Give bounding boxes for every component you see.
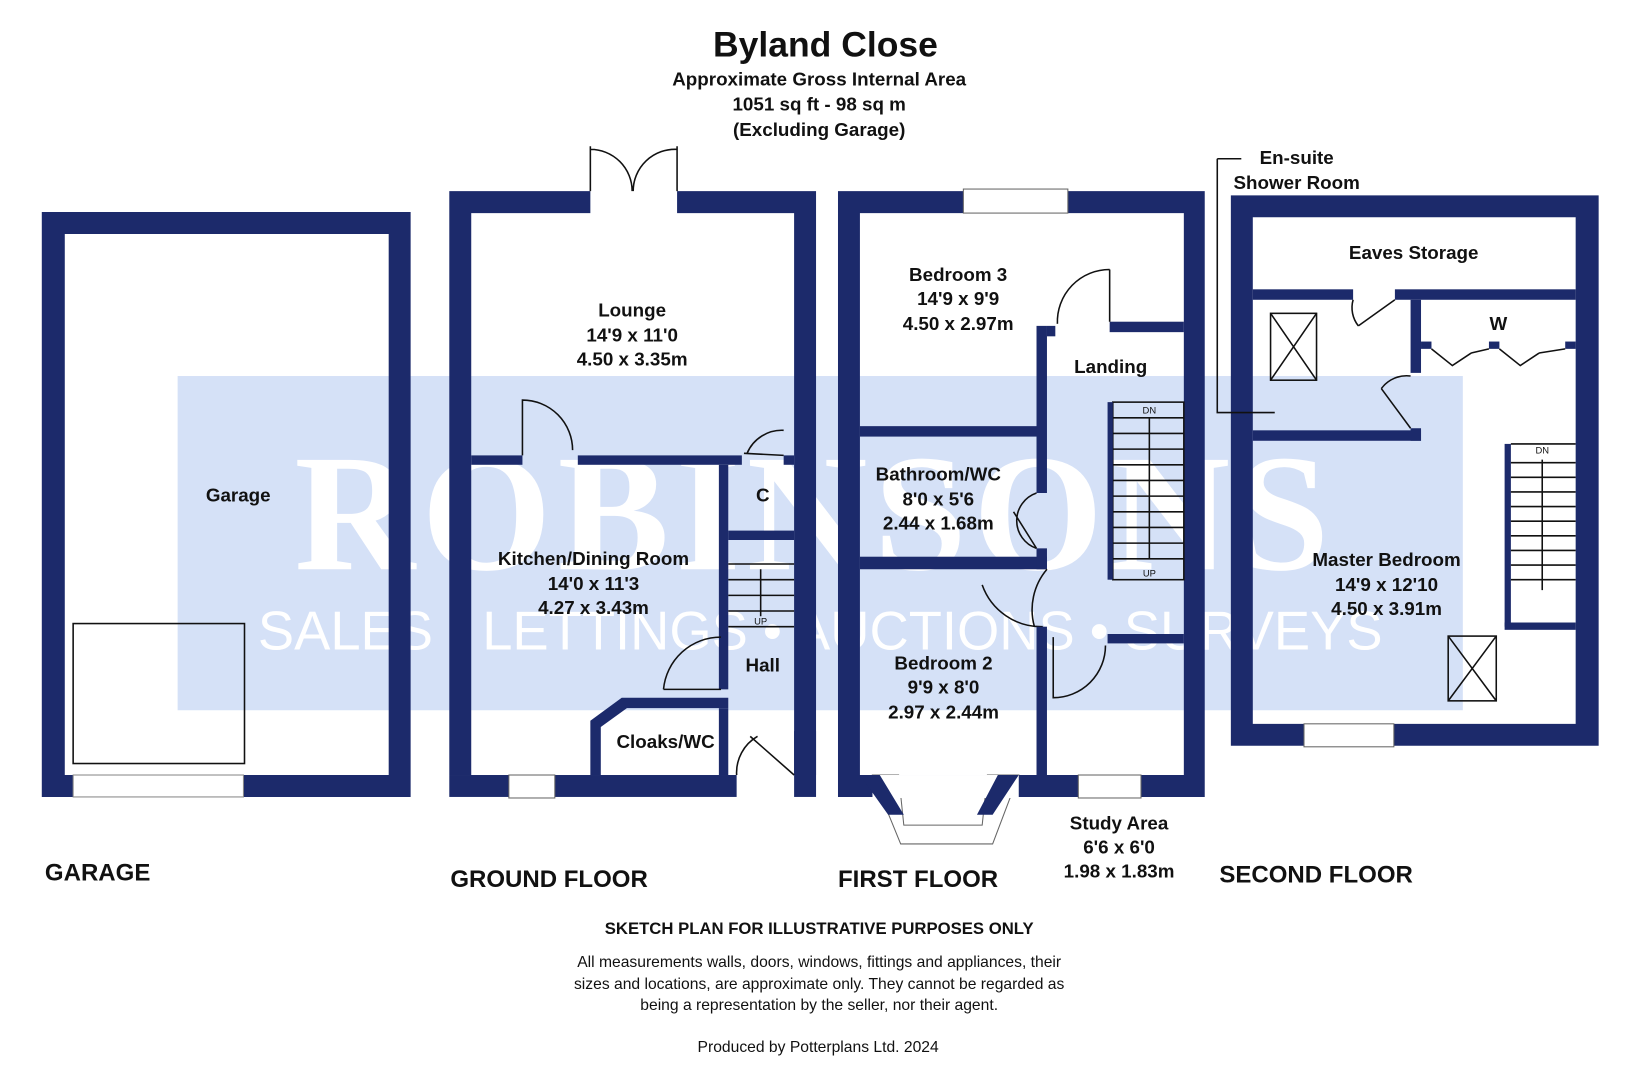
room-master-bedroom: Master Bedroom — [1312, 549, 1460, 570]
room-study: Study Area — [1070, 812, 1169, 833]
second-floor-plan: DN En-suite Shower Room Eaves Storage W … — [1216, 147, 1599, 748]
room-study-imperial: 6'6 x 6'0 — [1083, 836, 1155, 857]
room-shower-room: Shower Room — [1233, 172, 1359, 193]
room-bedroom-2-imperial: 9'9 x 8'0 — [908, 677, 980, 698]
watermark-services: SALES • LETTINGS • AUCTIONS • SURVEYS — [258, 601, 1383, 662]
stair-label-dn-second: DN — [1535, 444, 1549, 455]
room-kitchen: Kitchen/Dining Room — [498, 548, 689, 569]
room-ensuite: En-suite — [1260, 147, 1334, 168]
stair-label-dn-first: DN — [1143, 405, 1157, 416]
room-bedroom-3-imperial: 14'9 x 9'9 — [917, 288, 999, 309]
disclaimer-title: SKETCH PLAN FOR ILLUSTRATIVE PURPOSES ON… — [605, 919, 1034, 938]
room-kitchen-imperial: 14'0 x 11'3 — [548, 573, 640, 594]
floor-label-ground: GROUND FLOOR — [450, 866, 647, 893]
room-bathroom: Bathroom/WC — [876, 463, 1002, 484]
room-garage: Garage — [206, 484, 271, 505]
stair-label-up-first: UP — [1143, 568, 1156, 579]
room-lounge-metric: 4.50 x 3.35m — [577, 349, 688, 370]
watermark: ROBINSONS SALES • LETTINGS • AUCTIONS • … — [177, 376, 1463, 711]
room-bedroom-3: Bedroom 3 — [909, 264, 1007, 285]
ground-floor-plan: UP Lounge 14'9 x 11'0 4.50 x 3.35m Kitch… — [449, 146, 817, 799]
room-bedroom-2-metric: 2.97 x 2.44m — [888, 702, 999, 723]
room-bathroom-metric: 2.44 x 1.68m — [883, 513, 994, 534]
room-wardrobe: W — [1489, 313, 1507, 334]
disclaimer-line: being a representation by the seller, no… — [640, 997, 998, 1014]
room-bedroom-3-metric: 4.50 x 2.97m — [903, 313, 1014, 334]
room-landing: Landing — [1074, 356, 1147, 377]
garage-plan: Garage — [41, 212, 411, 798]
floor-label-second: SECOND FLOOR — [1219, 862, 1413, 889]
room-lounge-imperial: 14'9 x 11'0 — [586, 325, 678, 346]
room-cupboard: C — [756, 484, 770, 505]
room-kitchen-metric: 4.27 x 3.43m — [538, 597, 649, 618]
room-eaves-storage: Eaves Storage — [1349, 242, 1479, 263]
first-floor-plan: DN UP Bedroom 3 14'9 x 9'9 4.50 x 2.97m … — [837, 188, 1205, 881]
room-master-bedroom-metric: 4.50 x 3.91m — [1331, 598, 1442, 619]
stair-label-up-ground: UP — [754, 616, 767, 627]
area-value: 1051 sq ft - 98 sq m — [732, 94, 905, 115]
room-bathroom-imperial: 8'0 x 5'6 — [902, 489, 974, 510]
area-subtitle: Approximate Gross Internal Area — [672, 69, 966, 90]
area-note: (Excluding Garage) — [733, 119, 905, 140]
room-study-metric: 1.98 x 1.83m — [1064, 860, 1175, 881]
room-cloaks: Cloaks/WC — [616, 731, 715, 752]
disclaimer-line: sizes and locations, are approximate onl… — [574, 976, 1065, 993]
room-hall: Hall — [746, 655, 780, 676]
floor-label-garage: GARAGE — [45, 860, 150, 887]
room-lounge: Lounge — [598, 299, 666, 320]
floor-label-first: FIRST FLOOR — [838, 866, 998, 893]
producer-credit: Produced by Potterplans Ltd. 2024 — [698, 1039, 939, 1056]
page-title: Byland Close — [713, 24, 938, 64]
room-master-bedroom-imperial: 14'9 x 12'10 — [1335, 574, 1438, 595]
disclaimer-line: All measurements walls, doors, windows, … — [577, 954, 1061, 971]
room-bedroom-2: Bedroom 2 — [894, 653, 992, 674]
